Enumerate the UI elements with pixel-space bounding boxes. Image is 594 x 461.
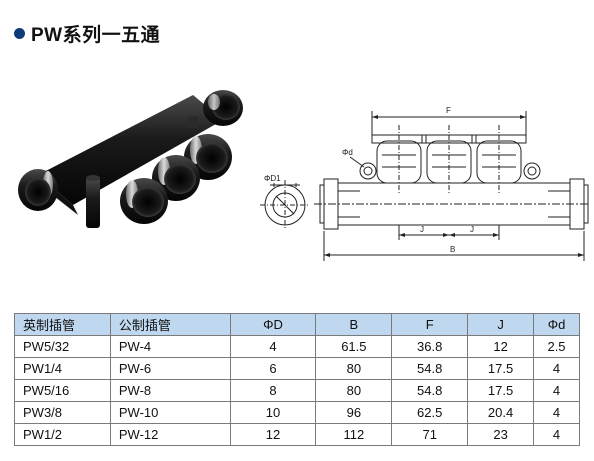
page-header: PW系列一五通 [14,20,160,47]
cell-j: 12 [467,335,535,358]
cell-metric: PW-8 [109,379,231,402]
table-row: PW1/4 PW-6 6 80 54.8 17.5 4 [14,357,580,380]
cell-imperial: PW5/16 [14,379,111,402]
cell-metric: PW-6 [109,357,231,380]
col-header-imperial: 英制插管 [14,313,111,336]
cell-phi-d-outer: 10 [229,401,317,424]
cell-b: 80 [315,379,393,402]
table-row: PW1/2 PW-12 12 112 71 23 4 [14,423,580,446]
cell-phi-d-inner: 2.5 [533,335,580,358]
pneumatic-five-way-fitting-icon [18,90,243,228]
cell-j: 20.4 [467,401,535,424]
table-row: PW5/32 PW-4 4 61.5 36.8 12 2.5 [14,335,580,358]
cell-phi-d-inner: 4 [533,401,580,424]
technical-drawing-icon: F Φd ΦD1 J J B [260,106,590,261]
dim-label-f: F [446,106,451,115]
cell-b: 96 [315,401,393,424]
col-header-f: F [391,313,469,336]
cell-phi-d-outer: 4 [229,335,317,358]
bullet-icon [14,28,25,39]
cell-imperial: PW1/2 [14,423,111,446]
cell-j: 17.5 [467,357,535,380]
page-title: PW系列一五通 [31,25,161,46]
cell-imperial: PW5/32 [14,335,111,358]
cell-f: 54.8 [391,379,469,402]
cell-f: 62.5 [391,401,469,424]
cell-phi-d-inner: 4 [533,423,580,446]
cell-imperial: PW1/4 [14,357,111,380]
cell-b: 80 [315,357,393,380]
dim-label-phi-d: Φd [342,148,353,157]
cell-b: 112 [315,423,393,446]
table-row: PW5/16 PW-8 8 80 54.8 17.5 4 [14,379,580,402]
col-header-b: B [315,313,393,336]
col-header-j: J [467,313,535,336]
cell-phi-d-outer: 8 [229,379,317,402]
dim-label-j2: J [470,225,474,234]
col-header-metric: 公制插管 [109,313,231,336]
dim-label-phi-d1: ΦD1 [264,174,281,183]
table-row: PW3/8 PW-10 10 96 62.5 20.4 4 [14,401,580,424]
cell-f: 71 [391,423,469,446]
cell-j: 23 [467,423,535,446]
cell-phi-d-inner: 4 [533,357,580,380]
cell-phi-d-outer: 12 [229,423,317,446]
col-header-phi-d-outer: ΦD [229,313,317,336]
cell-metric: PW-10 [109,401,231,424]
cell-j: 17.5 [467,379,535,402]
cell-metric: PW-12 [109,423,231,446]
cell-imperial: PW3/8 [14,401,111,424]
cell-f: 36.8 [391,335,469,358]
dim-label-b: B [450,245,455,254]
cell-phi-d-inner: 4 [533,379,580,402]
cell-metric: PW-4 [109,335,231,358]
cell-phi-d-outer: 6 [229,357,317,380]
spec-table: 英制插管 公制插管 ΦD B F J Φd PW5/32 PW-4 4 61.5… [14,313,580,446]
cell-f: 54.8 [391,357,469,380]
cell-b: 61.5 [315,335,393,358]
dim-label-j1: J [420,225,424,234]
col-header-phi-d-inner: Φd [533,313,580,336]
table-header-row: 英制插管 公制插管 ΦD B F J Φd [14,313,580,336]
